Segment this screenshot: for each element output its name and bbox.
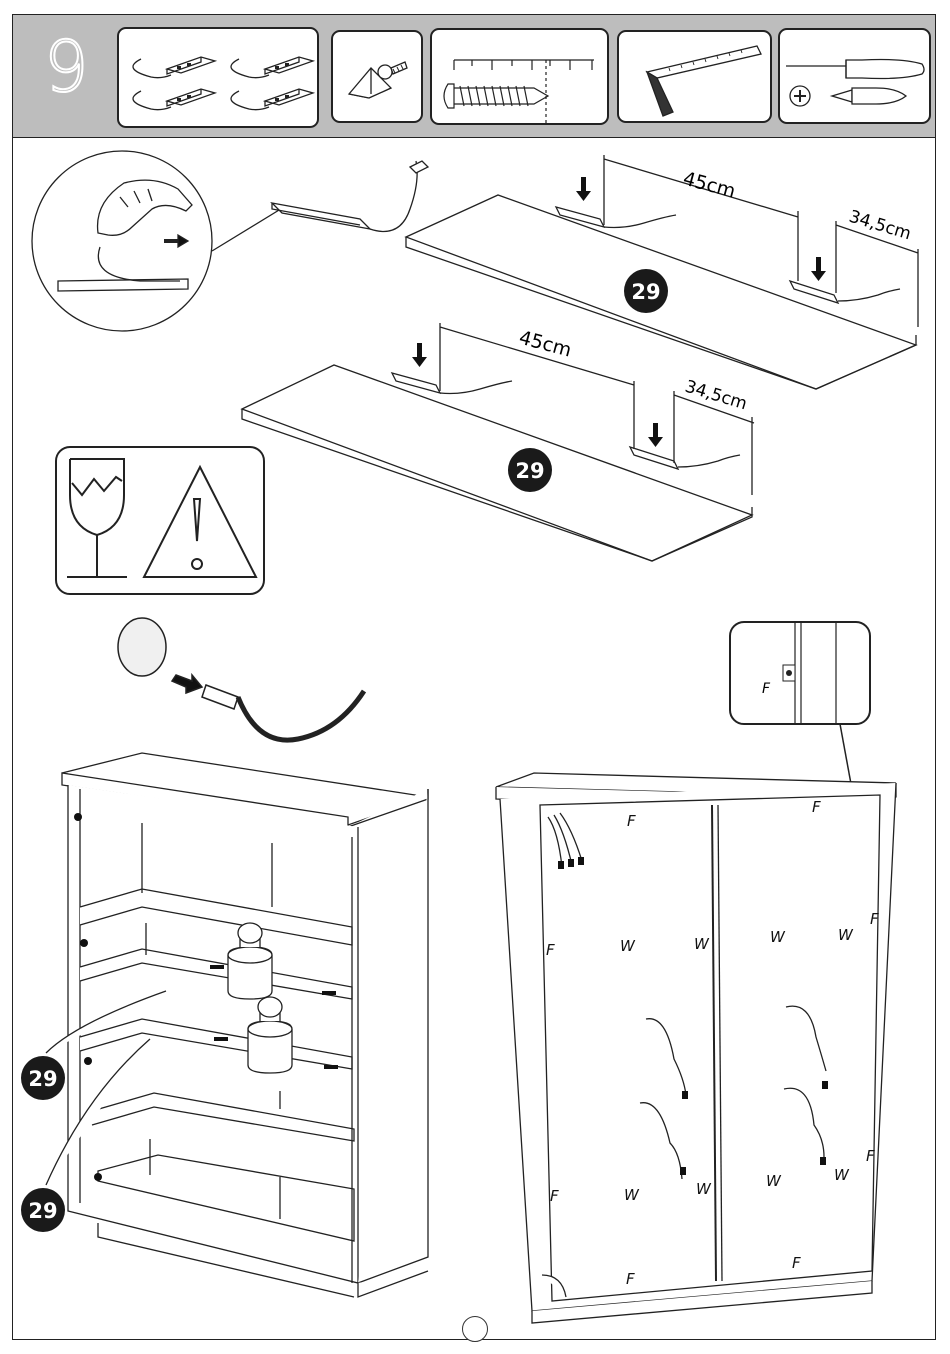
- part-badge-lower: 29: [508, 448, 552, 492]
- screwdrivers-icon: [780, 30, 929, 122]
- bracket-box: [331, 30, 423, 123]
- corner-bracket-screw-icon: [333, 32, 421, 121]
- svg-text:29: 29: [28, 1199, 57, 1223]
- svg-text:F: F: [866, 1147, 875, 1165]
- svg-text:W: W: [694, 935, 710, 953]
- led-pod-plug-detail: [118, 618, 364, 740]
- svg-text:F: F: [546, 941, 555, 959]
- warning-box: [56, 447, 264, 594]
- hand-peeling-tape-detail: [32, 151, 284, 331]
- part-badge-side-2: 29: [21, 1188, 65, 1232]
- lower-shelf-board: [242, 323, 754, 561]
- svg-text:W: W: [770, 928, 786, 946]
- svg-text:F: F: [792, 1254, 801, 1272]
- screw-measure-box: [430, 28, 609, 125]
- svg-text:W: W: [696, 1180, 712, 1198]
- part-badge-upper: 29: [624, 269, 668, 313]
- led-light-bars-icon: [119, 29, 317, 126]
- svg-text:F: F: [626, 1270, 635, 1288]
- screwdrivers-box: [778, 28, 931, 124]
- svg-text:W: W: [838, 926, 854, 944]
- svg-text:F: F: [762, 681, 771, 697]
- svg-text:29: 29: [28, 1067, 57, 1091]
- page-number-circle: [462, 1316, 488, 1342]
- led-strip-detail: [272, 161, 428, 232]
- svg-text:29: 29: [631, 280, 660, 304]
- dim-45cm-lower: 45cm: [517, 327, 574, 362]
- led-bars-box: [117, 27, 319, 128]
- svg-text:W: W: [620, 937, 636, 955]
- front-cabinet: [46, 753, 428, 1297]
- assembly-illustration: 45cm 34,5cm 45cm 34,5cm 29 29: [0, 137, 950, 1337]
- part-badge-side-1: 29: [21, 1056, 65, 1100]
- dim-45cm-upper: 45cm: [681, 168, 738, 203]
- square-ruler-icon: [619, 32, 770, 121]
- svg-text:29: 29: [515, 459, 544, 483]
- svg-text:F: F: [550, 1187, 559, 1205]
- dim-34-5cm-lower: 34,5cm: [683, 377, 750, 415]
- svg-text:W: W: [834, 1166, 850, 1184]
- svg-text:F: F: [870, 910, 879, 928]
- svg-text:F: F: [627, 812, 636, 830]
- back-cabinet: [496, 773, 896, 1323]
- svg-text:W: W: [624, 1186, 640, 1204]
- screw-measure-icon: [432, 30, 607, 123]
- square-ruler-box: [617, 30, 772, 123]
- svg-text:W: W: [766, 1172, 782, 1190]
- step-number: 9: [44, 32, 89, 102]
- dim-34-5cm-upper: 34,5cm: [847, 207, 914, 245]
- upper-shelf-board: [406, 155, 918, 389]
- svg-text:F: F: [812, 798, 821, 816]
